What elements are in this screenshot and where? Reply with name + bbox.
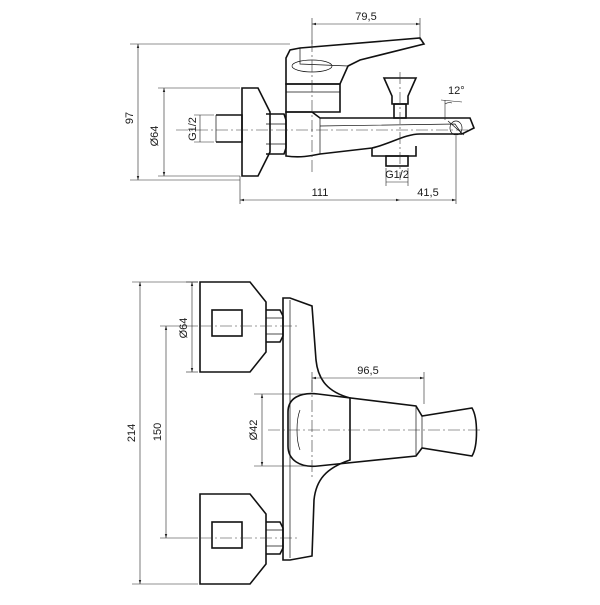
shower-outlet	[371, 146, 417, 157]
dim-handle-reach-label: 96,5	[357, 365, 378, 377]
top-view: 214 150 Ø64 Ø42 96,5	[126, 281, 480, 585]
side-view: 97 Ø64 G1/2 79,5 12° G1/2 111 41,5	[124, 11, 476, 204]
dim-thread-outlet-label: G1/2	[385, 169, 409, 181]
dim-thread-inlet-label: G1/2	[187, 117, 199, 141]
mixer-body-vertical	[282, 297, 351, 561]
lever-handle	[285, 37, 426, 85]
dim-depth-label: 111	[312, 187, 329, 199]
dim-spout-offset-label: 41,5	[417, 187, 438, 199]
upper-wall-flange	[199, 281, 267, 373]
dim-total-height-label: 214	[126, 424, 138, 442]
lower-wall-flange	[199, 493, 267, 585]
dim-body-diameter-label: Ø64	[149, 126, 161, 147]
dim-lever-reach-label: 79,5	[355, 11, 376, 23]
dim-height-label: 97	[124, 112, 136, 124]
hex-nut	[266, 113, 287, 155]
diverter-knob	[382, 77, 418, 105]
mixer-body	[285, 111, 476, 158]
dim-handle-diameter-label: Ø42	[248, 420, 260, 441]
mixer-handle	[287, 392, 478, 468]
cartridge-column	[285, 83, 341, 113]
dim-centers-label: 150	[152, 423, 164, 441]
dim-angle-label: 12°	[448, 85, 465, 97]
wall-flange	[241, 87, 271, 177]
inlet-fitting	[216, 114, 243, 143]
dim-top-body-diameter-label: Ø64	[178, 318, 190, 339]
